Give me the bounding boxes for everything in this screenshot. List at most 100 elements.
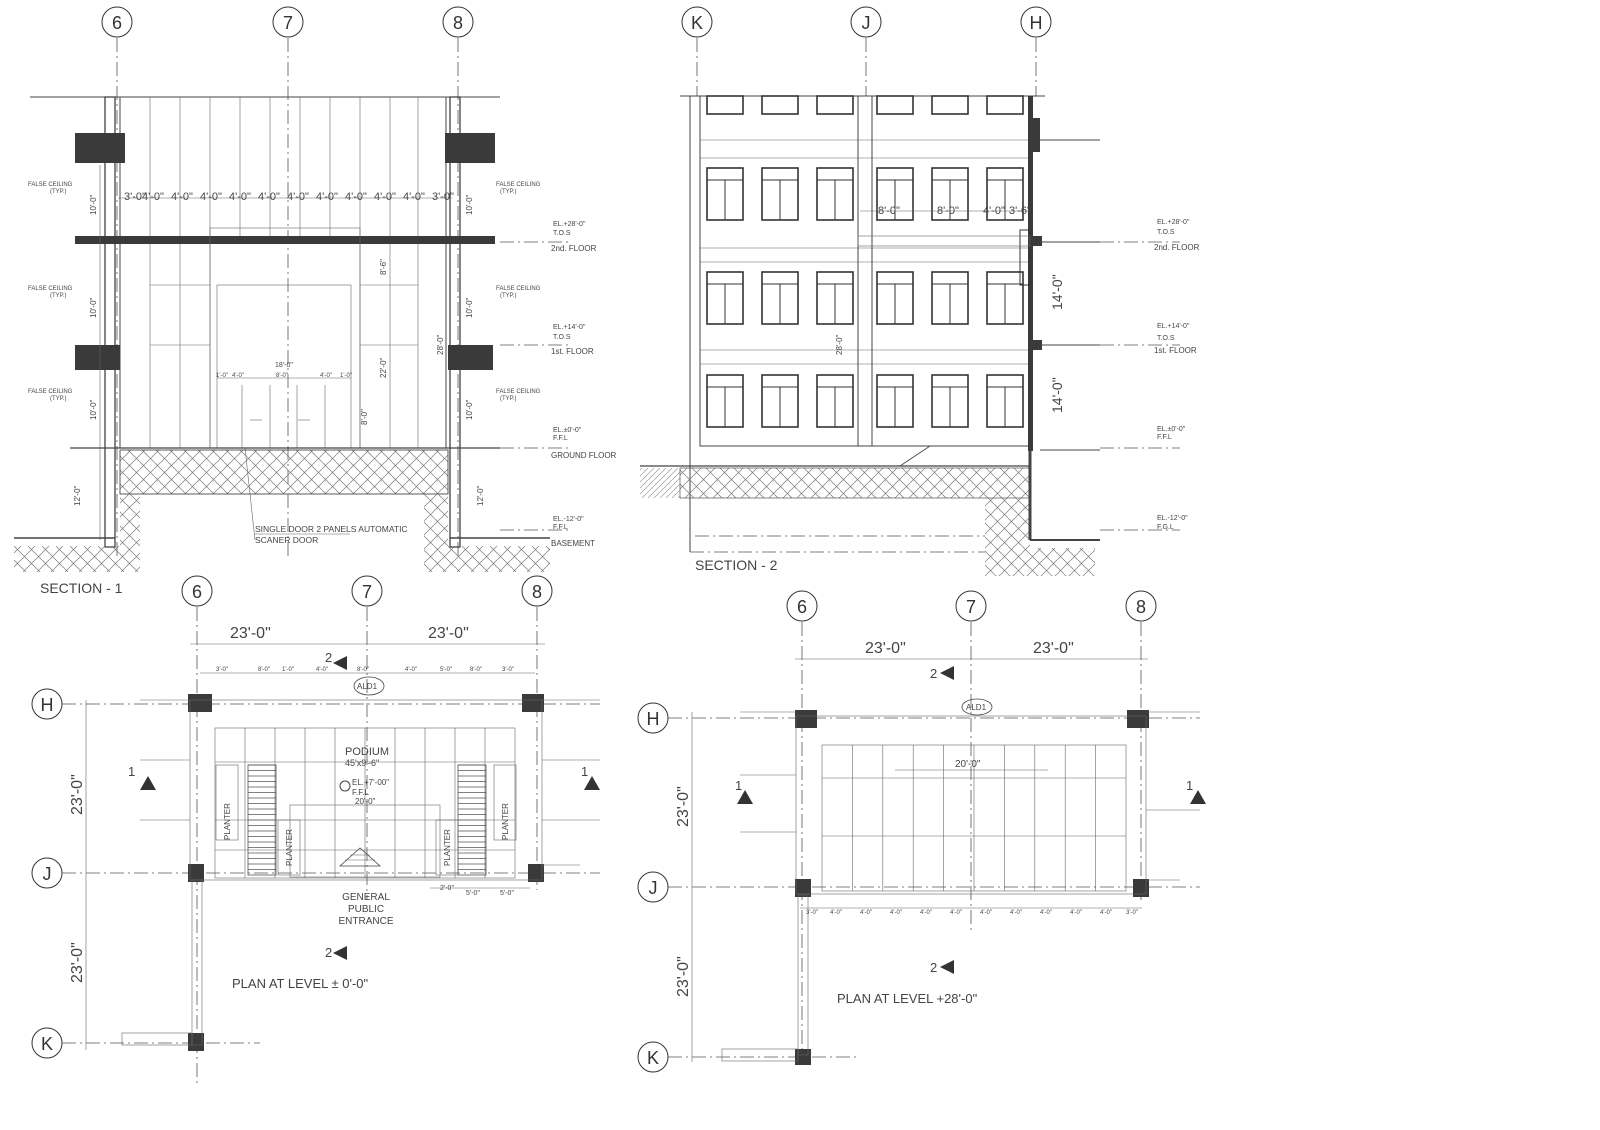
- window: [816, 167, 854, 221]
- note-typ: (TYP.): [50, 396, 67, 402]
- planter-label: PLANTER: [285, 829, 294, 866]
- note-typ: (TYP.): [50, 293, 67, 299]
- false-ceiling-notes: FALSE CEILING (TYP.) FALSE CEILING (TYP.…: [28, 182, 541, 402]
- dim: 8'-0": [360, 409, 369, 425]
- section1-top-dims: 3'-0" 4'-0" 4'-0" 4'-0" 4'-0" 4'-0" 4'-0…: [118, 191, 454, 203]
- dim: 8'-0": [276, 373, 288, 379]
- dim: 8'-0": [357, 667, 369, 673]
- span-dim: 23'-0": [1033, 640, 1074, 657]
- grid-label-H: H: [1030, 13, 1043, 33]
- note-typ: (TYP.): [500, 293, 517, 299]
- grid-bubble-6: 6: [786, 590, 818, 1060]
- window: [876, 271, 914, 325]
- window: [986, 95, 1024, 115]
- window: [706, 167, 744, 221]
- level-el: EL.+14'-0": [553, 324, 586, 331]
- dim: 8'-0": [258, 667, 270, 673]
- dim: 3'-6": [1009, 205, 1031, 217]
- plan1-bottom-dims: 2'-0" 5'-0" 5'-0": [430, 885, 530, 897]
- window: [931, 374, 969, 428]
- dim: 4'-0": [1070, 910, 1082, 916]
- podium-size: 45'x9'-6": [345, 758, 379, 768]
- level-ref: F.F.L: [553, 524, 568, 531]
- section2-height-dims: 14'-0" 14'-0" 28'-0": [835, 274, 1065, 413]
- section-mark: 2 2 1 1: [735, 666, 1206, 975]
- row-dim: 23'-0": [69, 774, 86, 815]
- span-dim: 23'-0": [428, 625, 469, 642]
- plan1-inner-grid: [214, 727, 516, 879]
- tag-ald1: ALD1: [966, 703, 987, 712]
- section-mark-label: 2: [325, 650, 332, 665]
- dim: 10'-0": [89, 297, 98, 318]
- note-typ: (TYP.): [500, 396, 517, 402]
- window: [761, 167, 799, 221]
- podium-dim: 20'-0": [355, 797, 376, 806]
- window: [816, 374, 854, 428]
- dim: 4'-0": [345, 191, 367, 203]
- plan2-inner-grid: [821, 744, 1127, 892]
- grid-bubble-8: 8: [521, 575, 553, 890]
- dim: 4'-0": [983, 205, 1005, 217]
- level-name: BASEMENT: [551, 539, 595, 548]
- grid-bubble-H: H: [1020, 6, 1052, 96]
- grid-bubble-7: 7: [351, 575, 383, 900]
- dim: 8'-6": [379, 259, 388, 275]
- grid-label-J: J: [43, 864, 52, 884]
- note-false-ceiling: FALSE CEILING: [28, 286, 73, 292]
- level-name: 1st. FLOOR: [551, 347, 594, 356]
- dim: 4'-0": [1100, 910, 1112, 916]
- window: [876, 95, 914, 115]
- level-ref: F.G.L: [1157, 524, 1174, 531]
- grid-bubble-K: K: [681, 6, 713, 96]
- window: [816, 271, 854, 325]
- section-mark-label: 2: [325, 945, 332, 960]
- inner-dim: 20'-0": [955, 759, 981, 770]
- dim: 4'-0": [405, 667, 417, 673]
- window: [761, 374, 799, 428]
- dim: 8'-0": [470, 667, 482, 673]
- grid-label-8: 8: [453, 13, 463, 33]
- entrance-line-1: GENERAL: [342, 892, 390, 903]
- dim: 4'-0": [890, 910, 902, 916]
- grid-bubble-K: K: [637, 1041, 860, 1073]
- dim: 2'-0": [440, 885, 454, 892]
- section-mark: 2 2 1 1: [128, 650, 600, 960]
- grid-label-J: J: [862, 13, 871, 33]
- level-el: EL.+28'-0": [553, 221, 586, 228]
- dim: 1'-0": [282, 667, 294, 673]
- dim: 4'-0": [171, 191, 193, 203]
- dim: 4'-0": [374, 191, 396, 203]
- dim: 10'-0": [465, 399, 474, 420]
- dim: 10'-0": [465, 194, 474, 215]
- section-2-title: SECTION - 2: [695, 557, 778, 573]
- plan-level-28-title: PLAN AT LEVEL +28'-0": [837, 991, 978, 1006]
- window: [876, 374, 914, 428]
- level-name: GROUND FLOOR: [551, 451, 617, 460]
- section2-top-dims: 8'-0" 8'-0" 4'-0" 3'-6": [860, 205, 1031, 217]
- window: [986, 167, 1024, 221]
- dim: 28'-0": [835, 334, 844, 355]
- dim: 4'-0": [980, 910, 992, 916]
- podium-label: PODIUM: [345, 746, 389, 758]
- door-note: SINGLE DOOR 2 PANELS AUTOMATIC SCANER DO…: [255, 524, 408, 545]
- window: [761, 271, 799, 325]
- window: [816, 95, 854, 115]
- dim: 10'-0": [89, 399, 98, 420]
- grid-bubble-H: H: [31, 688, 600, 720]
- dim: 3'-0": [502, 667, 514, 673]
- note-false-ceiling: FALSE CEILING: [496, 286, 541, 292]
- grid-label-7: 7: [362, 582, 372, 602]
- section-mark-label: 1: [581, 764, 588, 779]
- window: [876, 167, 914, 221]
- dim: 22'-0": [379, 357, 388, 378]
- dim: 4'-0": [920, 910, 932, 916]
- dim: 4'-0": [860, 910, 872, 916]
- level-ref: T.O.S: [1157, 335, 1175, 342]
- grid-label-6: 6: [112, 13, 122, 33]
- podium-ffl: F.F.L: [352, 788, 369, 797]
- level-name: 2nd. FLOOR: [551, 244, 597, 253]
- span-dim: 23'-0": [230, 625, 271, 642]
- dim: 14'-0": [1049, 377, 1065, 413]
- dim: 28'-0": [436, 334, 445, 355]
